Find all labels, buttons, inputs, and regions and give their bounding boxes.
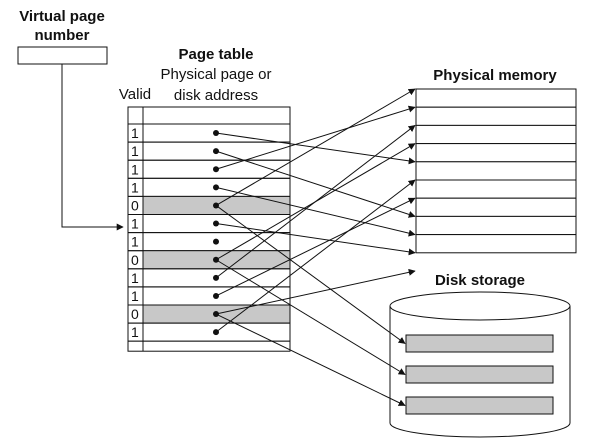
valid-bit: 1 bbox=[131, 270, 139, 286]
disk-slot bbox=[405, 396, 554, 415]
valid-header: Valid bbox=[119, 86, 151, 103]
valid-bit: 1 bbox=[131, 179, 139, 195]
mapping-arrows bbox=[215, 88, 416, 406]
valid-bit: 0 bbox=[131, 252, 139, 268]
memory-frame bbox=[415, 124, 577, 145]
memory-mapping-arrow bbox=[215, 197, 416, 297]
valid-bit: 1 bbox=[131, 216, 139, 232]
page-table-row-border bbox=[127, 177, 291, 197]
page-table-row: 1 bbox=[127, 177, 291, 197]
disk-storage bbox=[389, 291, 571, 438]
physical-memory bbox=[415, 88, 577, 254]
page-table: 1 1 1 1 0 1 1 0 1 1 0 1 bbox=[127, 106, 291, 352]
page-pointer-dot bbox=[213, 238, 219, 245]
valid-bit: 0 bbox=[131, 306, 139, 322]
physical-memory-title: Physical memory bbox=[433, 67, 557, 84]
disk-slot bbox=[405, 334, 554, 353]
page-table-row-border bbox=[127, 159, 291, 179]
memory-frame bbox=[415, 234, 577, 254]
valid-bit: 1 bbox=[131, 125, 139, 141]
physical-page-header-line1: Physical page or bbox=[161, 66, 272, 83]
physical-page-header-line2: disk address bbox=[174, 87, 258, 104]
page-table-row: 1 bbox=[127, 123, 291, 143]
valid-bit: 0 bbox=[131, 198, 139, 214]
memory-mapping-arrow bbox=[215, 179, 416, 333]
disk-storage-title: Disk storage bbox=[435, 272, 525, 289]
memory-frame bbox=[415, 88, 577, 108]
page-table-row: 0 bbox=[127, 250, 291, 270]
disk-mapping-arrow bbox=[215, 313, 406, 406]
disk-slot bbox=[405, 365, 554, 384]
valid-bit: 1 bbox=[131, 324, 139, 340]
valid-bit: 1 bbox=[131, 288, 139, 304]
page-table-row: 1 bbox=[127, 214, 291, 234]
memory-frame bbox=[415, 143, 577, 163]
memory-mapping-arrow bbox=[215, 124, 416, 279]
page-table-row: 0 bbox=[127, 304, 291, 324]
virtual-page-number-box bbox=[17, 46, 108, 65]
disk-cylinder-top bbox=[389, 291, 571, 321]
memory-mapping-arrow bbox=[215, 186, 416, 237]
memory-mapping-arrow bbox=[215, 88, 416, 206]
page-table-header-row bbox=[127, 106, 291, 125]
page-table-row-border bbox=[127, 141, 291, 161]
page-table-row-border bbox=[127, 123, 291, 143]
page-table-footer-row bbox=[127, 340, 291, 352]
virtual-page-label-line2: number bbox=[34, 27, 89, 44]
page-table-title: Page table bbox=[178, 46, 253, 63]
page-table-row-border bbox=[127, 214, 291, 234]
disk-mapping-arrow bbox=[215, 259, 406, 375]
valid-bit: 1 bbox=[131, 161, 139, 177]
memory-frame bbox=[415, 179, 577, 199]
valid-bit: 1 bbox=[131, 143, 139, 159]
page-table-row: 1 bbox=[127, 141, 291, 161]
virtual-page-label-line1: Virtual page bbox=[19, 8, 105, 25]
virtual-page-index-arrow bbox=[61, 64, 124, 231]
memory-frame bbox=[415, 106, 577, 126]
page-table-row: 1 bbox=[127, 159, 291, 179]
memory-mapping-arrow bbox=[215, 105, 416, 170]
memory-frame bbox=[415, 215, 577, 236]
memory-frame bbox=[415, 197, 577, 217]
memory-frame bbox=[415, 161, 577, 181]
memory-mapping-arrow bbox=[215, 223, 416, 256]
valid-bit: 1 bbox=[131, 234, 139, 250]
